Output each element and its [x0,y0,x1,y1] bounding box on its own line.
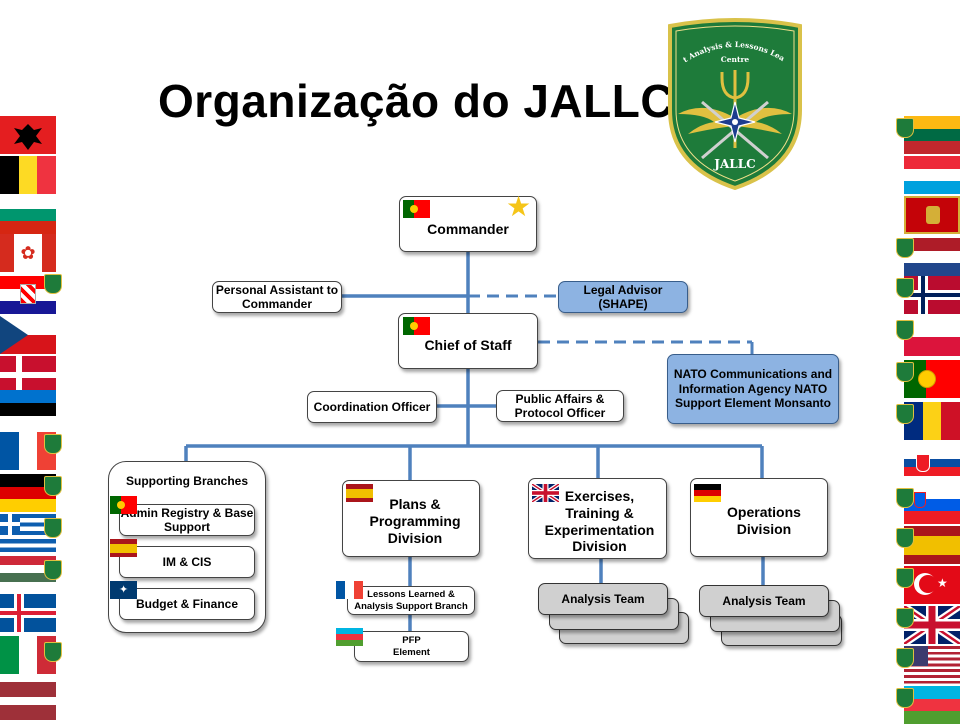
flag-estonia-icon [0,390,56,416]
flag-croatia-icon [0,276,56,314]
badge-shield-icon [896,648,914,668]
flag-portugal-icon [403,317,430,335]
badge-shield-icon [44,518,62,538]
analysis-team-box[interactable]: Analysis Team [538,583,668,615]
badge-shield-icon [896,688,914,708]
lessons-learned-label: Lessons Learned & Analysis Support Branc… [354,589,468,612]
flag-slovenia-icon [904,486,960,524]
badge-shield-icon [896,488,914,508]
budget-finance-box[interactable]: Budget & Finance [119,588,255,620]
analysis-team-label: Analysis Team [722,593,806,608]
logo-arc-text-2: Centre [721,55,750,64]
flag-spain-icon [110,539,137,557]
badge-shield-icon [44,434,62,454]
flag-spain-icon [904,526,960,564]
supporting-branches-title: Supporting Branches [125,474,248,488]
exercises-training-label: Exercises, Training & Experimentation Di… [544,487,655,555]
flag-france-icon [336,581,363,599]
flag-germany-icon [0,474,56,512]
badge-shield-icon [896,568,914,588]
left-flag-rail: ✿ [0,116,62,720]
analysis-team-box[interactable]: Analysis Team [699,585,829,617]
public-affairs-label: Public Affairs & Protocol Officer [514,391,606,420]
coordination-officer-label: Coordination Officer [313,399,431,414]
exercises-training-box[interactable]: Exercises, Training & Experimentation Di… [528,478,667,559]
badge-shield-icon [896,320,914,340]
badge-shield-icon [896,362,914,382]
flag-slovakia-icon [904,450,960,476]
personal-assistant-label: Personal Assistant to Commander [215,282,339,311]
plans-programming-label: Plans & Programming Division [369,496,461,546]
ncia-box[interactable]: NATO Communications and Information Agen… [667,354,839,424]
flag-poland-icon [904,318,960,356]
coordination-officer-box[interactable]: Coordination Officer [307,391,437,423]
badge-shield-icon [896,278,914,298]
badge-shield-icon [896,608,914,628]
flag-latvia-icon [0,682,56,720]
flag-hungary-icon [0,556,56,582]
flag-denmark-icon [0,356,56,394]
badge-shield-icon [44,274,62,294]
flag-canada-icon: ✿ [0,234,56,272]
flag-romania-icon [904,402,960,440]
budget-finance-label: Budget & Finance [135,596,238,611]
flag-azerbaijan-icon [336,628,363,646]
pfp-element-box[interactable]: PFP Element [354,631,469,662]
flag-belgium-icon [0,156,56,194]
flag-azerbaijan-icon [904,686,960,724]
badge-shield-icon [896,118,914,138]
flag-uk-icon [904,606,960,644]
im-cis-label: IM & CIS [162,554,212,569]
public-affairs-box[interactable]: Public Affairs & Protocol Officer [496,390,624,422]
flag-iceland-icon [0,594,56,632]
flag-netherlands-icon [904,238,960,276]
flag-albania-icon [0,116,56,154]
flag-portugal-icon [403,200,430,218]
legal-advisor-box[interactable]: Legal Advisor (SHAPE) [558,281,688,313]
flag-portugal-icon [110,496,137,514]
badge-shield-icon [44,642,62,662]
chief-of-staff-label: Chief of Staff [424,336,512,353]
right-flag-rail: ★ [896,116,960,724]
badge-shield-icon [896,238,914,258]
operations-division-label: Operations Division [727,503,801,537]
flag-spain-icon [346,484,373,502]
nato-flag-icon: ✦ [110,581,137,599]
im-cis-box[interactable]: IM & CIS [119,546,255,578]
lessons-learned-box[interactable]: Lessons Learned & Analysis Support Branc… [347,586,475,615]
ncia-label: NATO Communications and Information Agen… [673,367,833,411]
flag-czech-icon [0,316,56,354]
admin-registry-box[interactable]: Admin Registry & Base Support [119,504,255,536]
logo-bottom-text: JALLC [713,157,755,171]
commander-label: Commander [427,220,509,237]
flag-bulgaria-icon [0,196,56,234]
badge-shield-icon [896,528,914,548]
badge-shield-icon [896,404,914,424]
flag-germany-icon [694,484,721,502]
admin-registry-label: Admin Registry & Base Support [120,505,254,534]
flag-luxembourg-icon [904,156,960,194]
flag-lithuania-icon [904,116,960,154]
personal-assistant-box[interactable]: Personal Assistant to Commander [212,281,342,313]
badge-shield-icon [44,560,62,580]
badge-shield-icon [44,476,62,496]
pfp-element-label: PFP Element [393,635,430,658]
flag-uk-icon [532,484,559,502]
legal-advisor-label: Legal Advisor (SHAPE) [583,282,663,311]
page-title: Organização do JALLC [158,75,675,127]
star-icon: ★ [506,191,532,222]
analysis-team-label: Analysis Team [561,591,645,606]
flag-montenegro-icon [904,196,960,234]
jallc-logo: Joint Analysis & Lessons Learned Centre … [661,11,806,191]
